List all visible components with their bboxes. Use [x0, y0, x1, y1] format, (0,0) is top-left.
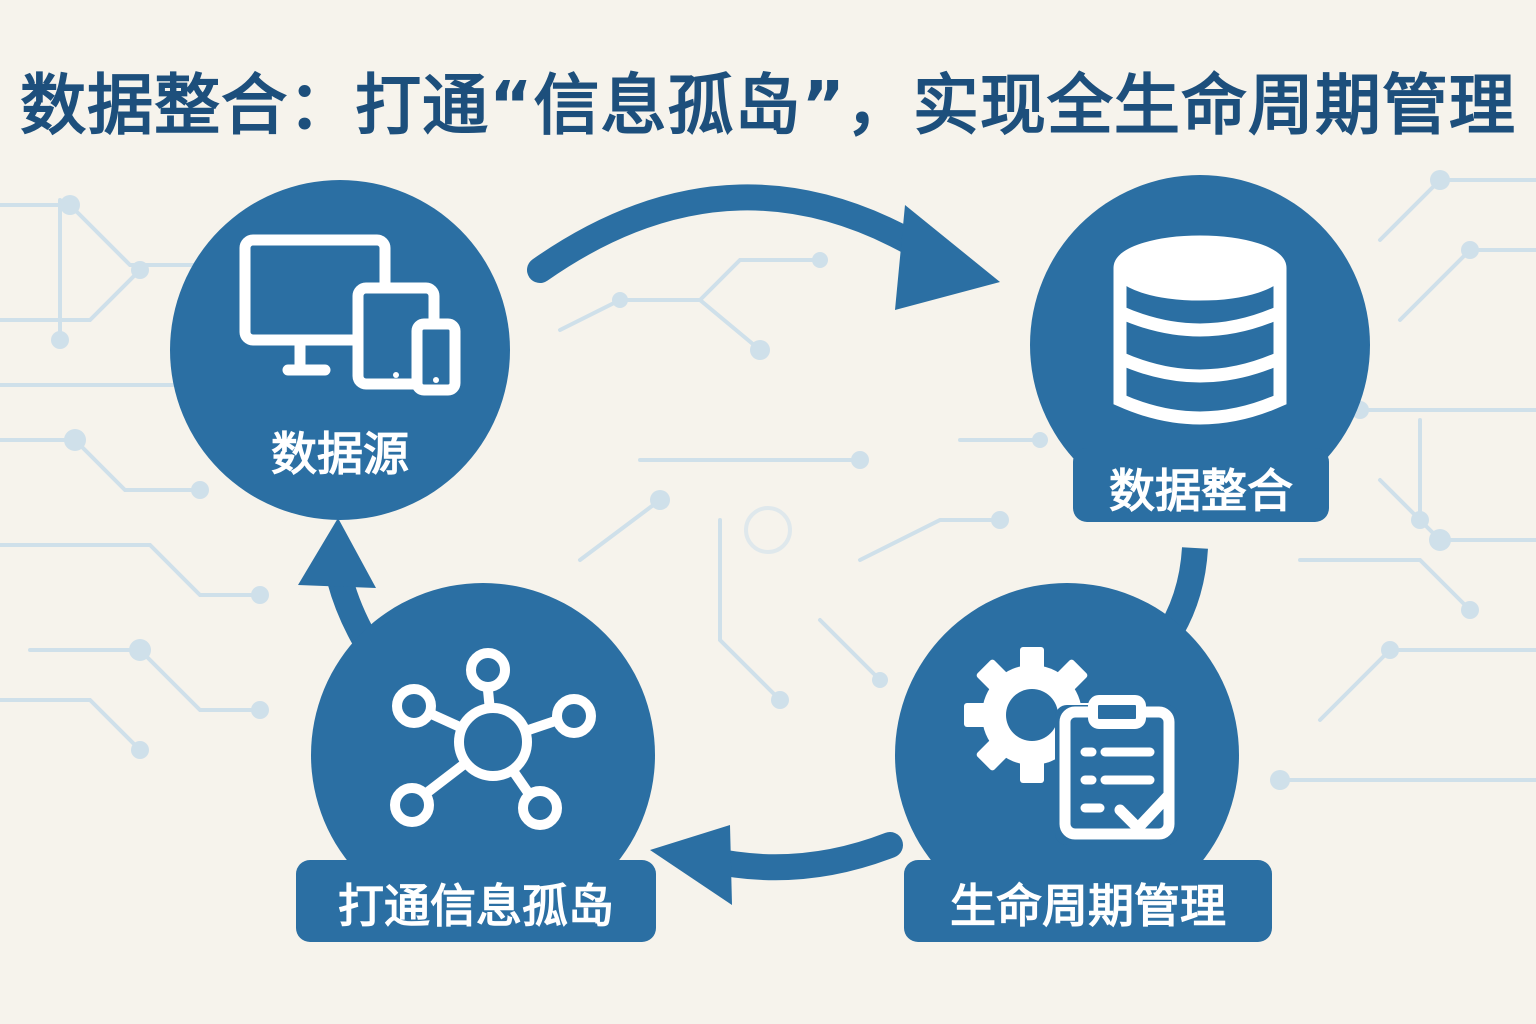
network-hub-icon: [390, 648, 596, 830]
node-label-break-silos: 打通信息孤岛: [338, 879, 614, 933]
gear-clipboard-icon: [964, 647, 1179, 845]
page-title: 数据整合：打通“信息孤岛”，实现全生命周期管理: [20, 67, 1516, 144]
arrowhead-to-integration: [895, 205, 1000, 310]
devices-icon: [239, 234, 461, 396]
label-pill-data-integration: [1073, 448, 1329, 522]
database-icon: [1113, 235, 1287, 425]
arrow-lifecycle-to-silos: [697, 832, 903, 881]
node-label-data-integration: 数据整合: [1109, 464, 1293, 518]
label-pill-silos: [296, 860, 656, 942]
node-label-data-source: 数据源: [271, 427, 409, 481]
arrow-source-to-integration: [527, 184, 953, 283]
arrowhead-to-silos: [650, 825, 732, 905]
arrowhead-to-source: [298, 518, 376, 588]
arrow-silos-to-source: [327, 567, 378, 653]
label-pill-lifecycle: [904, 860, 1272, 942]
node-label-lifecycle: 生命周期管理: [950, 879, 1226, 933]
node-data-source-circle[interactable]: [170, 180, 510, 520]
node-data-integration-circle[interactable]: [1030, 175, 1370, 515]
